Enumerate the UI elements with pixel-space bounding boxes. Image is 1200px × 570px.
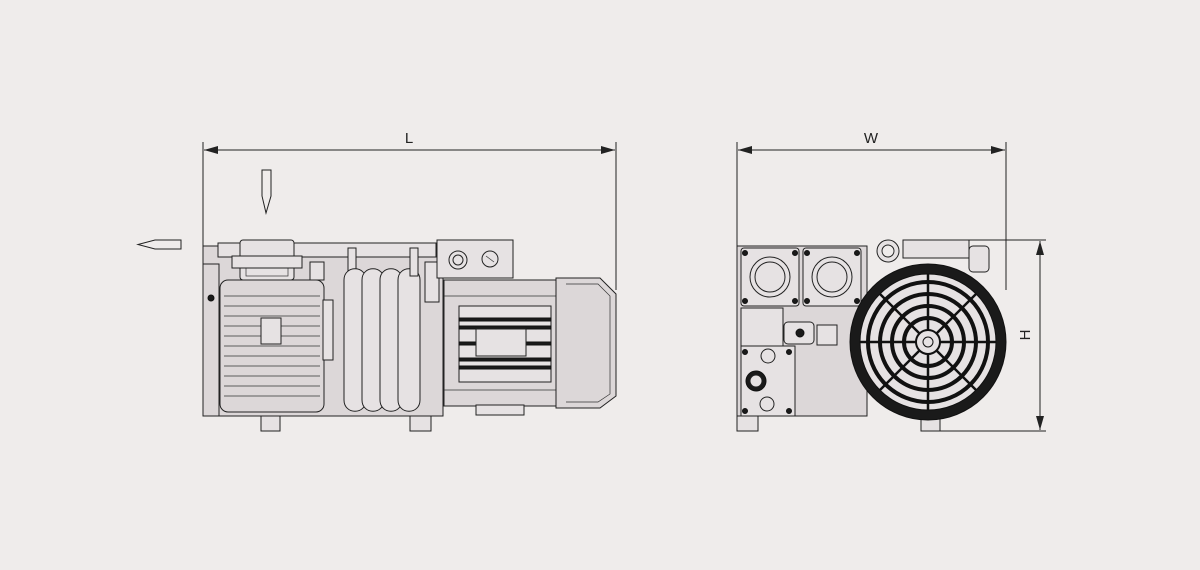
end-terminal-box (902, 239, 970, 259)
pump-housing (202, 239, 444, 417)
width-label: W (864, 130, 879, 147)
end-foot-left (736, 414, 759, 432)
motor (443, 277, 617, 416)
exhaust-arrow-icon (136, 239, 182, 250)
dimension-length: L (202, 130, 617, 290)
cooling-coil (343, 247, 421, 412)
foot-left (260, 414, 281, 432)
dimension-height: H (940, 239, 1046, 432)
cooling-fan-icon (849, 263, 1007, 421)
end-view: W H (736, 130, 1046, 432)
end-body (736, 245, 868, 417)
foot-right (409, 414, 432, 432)
side-view: L (136, 130, 617, 432)
sight-glass (260, 317, 282, 345)
height-label: H (1017, 330, 1034, 341)
inlet-arrow-icon (261, 169, 272, 215)
fan-cover (555, 277, 617, 409)
lifting-eye-icon (876, 239, 900, 263)
terminal-box (436, 239, 514, 279)
length-label: L (405, 130, 413, 147)
dimension-width: W (736, 130, 1007, 290)
motor-nameplate (475, 328, 527, 357)
